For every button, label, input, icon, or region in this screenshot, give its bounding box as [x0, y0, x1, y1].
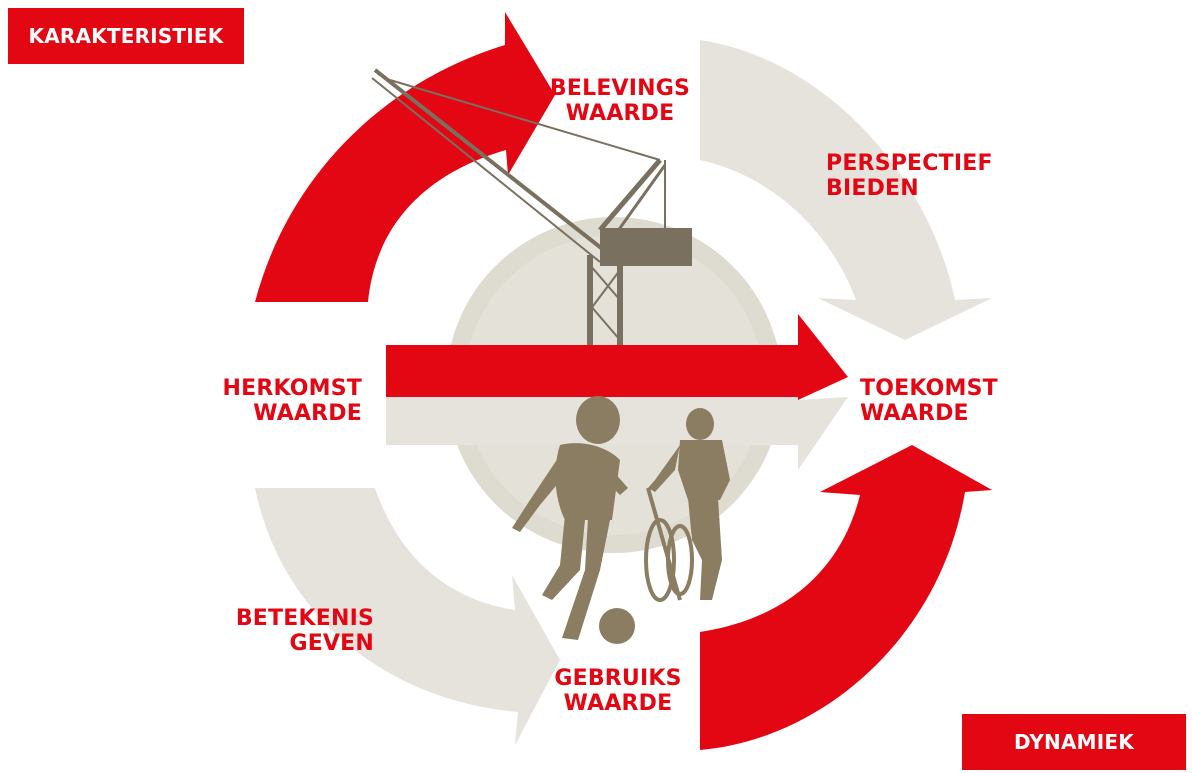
arrow-central-red [386, 314, 848, 400]
crane-cabin [600, 228, 692, 266]
arrow-perspectief [700, 40, 992, 340]
football [599, 608, 635, 644]
arrow-central-beige [386, 397, 848, 470]
label-toekomstwaarde: TOEKOMST WAARDE [860, 376, 998, 426]
label-herkomstwaarde: HERKOMST WAARDE [200, 376, 362, 426]
label-gebruikswaarde: GEBRUIKS WAARDE [548, 666, 688, 716]
label-line: BIEDEN [826, 176, 919, 201]
label-betekenis-geven: BETEKENIS GEVEN [200, 606, 374, 656]
crane-illustration [371, 68, 667, 345]
label-perspectief-bieden: PERSPECTIEF BIEDEN [826, 151, 993, 201]
boy-illustration [512, 396, 628, 640]
label-line: WAARDE [860, 401, 969, 426]
label-belevingswaarde: BELEVINGS WAARDE [540, 76, 700, 126]
label-line: GEVEN [289, 631, 374, 656]
bicycle-illustration [644, 487, 694, 602]
label-line: WAARDE [565, 101, 675, 126]
label-line: BETEKENIS [235, 606, 374, 631]
arrow-toekomstwaarde [700, 445, 992, 750]
arrow-betekenis [255, 488, 560, 745]
label-line: GEBRUIKS [554, 666, 682, 691]
label-line: HERKOMST [222, 376, 362, 401]
arrow-belevingswaarde [255, 12, 555, 302]
cyclist-illustration [648, 408, 730, 600]
label-line: PERSPECTIEF [826, 151, 993, 176]
label-line: WAARDE [253, 401, 362, 426]
karakteristiek-tag: KARAKTERISTIEK [8, 8, 244, 64]
label-line: BELEVINGS [549, 76, 691, 101]
dynamiek-tag: DYNAMIEK [962, 714, 1186, 770]
label-line: WAARDE [563, 691, 673, 716]
label-line: TOEKOMST [860, 376, 998, 401]
